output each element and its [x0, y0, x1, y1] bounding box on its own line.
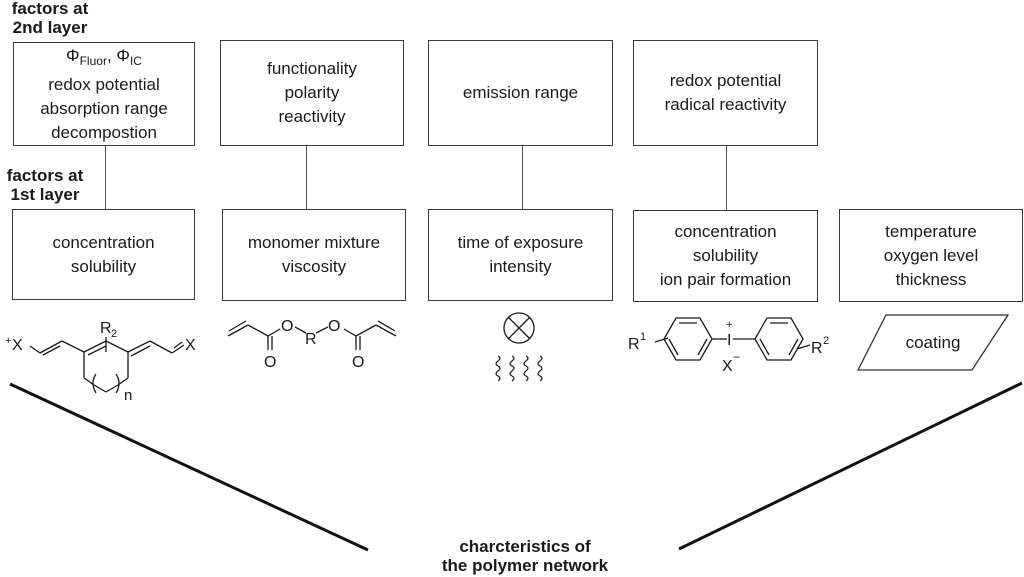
- diacrylate-structure: [227, 320, 397, 350]
- cyanine-n: n: [124, 387, 132, 404]
- second-layer-label: factors at 2nd layer: [0, 0, 100, 37]
- polymer-network-title-line1: charcteristics of: [459, 537, 591, 556]
- first-layer-box-photoinitiator: concentration solubility: [12, 209, 195, 300]
- connector-line: [105, 146, 107, 209]
- connector-line: [306, 146, 308, 209]
- coating-label: coating: [906, 333, 961, 352]
- factor-text: concentration: [674, 222, 777, 241]
- funnel-line-right: [678, 381, 1023, 551]
- phi-sub-fluor: Fluor: [79, 53, 107, 68]
- emission-waves-icon: [495, 355, 543, 382]
- first-layer-box-environment: temperature oxygen level thickness: [839, 209, 1023, 302]
- diacrylate-carbonyl-o-left: O: [264, 354, 276, 371]
- connector-line: [522, 146, 524, 209]
- factor-text: absorption range: [40, 98, 168, 118]
- iodonium-counterion-charge: −: [733, 350, 740, 364]
- iodonium-iodine-charge: +: [726, 319, 732, 331]
- first-layer-box-monomer: monomer mixture viscosity: [222, 209, 406, 301]
- iodonium-r2: R: [811, 340, 823, 357]
- second-layer-label-line1: factors at: [11, 0, 89, 18]
- factor-text: emission range: [462, 83, 579, 102]
- diacrylate-o-right: O: [328, 318, 340, 335]
- first-layer-label: factors at 1st layer: [0, 166, 90, 204]
- polymer-network-title-line2: the polymer network: [441, 556, 609, 575]
- factor-text: oxygen level: [883, 245, 979, 265]
- diacrylate-r: R: [305, 331, 317, 348]
- factor-text: solubility: [692, 246, 759, 265]
- factor-text: concentration: [52, 232, 155, 252]
- factor-text: radical reactivity: [664, 95, 787, 114]
- phi-symbol: Φ: [116, 45, 130, 65]
- phi-sub-ic: IC: [129, 53, 142, 68]
- factor-text: redox potential: [669, 71, 782, 90]
- second-layer-box-light: emission range: [428, 40, 613, 146]
- second-layer-box-monomer: functionality polarity reactivity: [220, 40, 404, 146]
- iodonium-iodine: I: [727, 332, 731, 349]
- factor-text: thickness: [895, 269, 967, 289]
- first-layer-box-light: time of exposure intensity: [428, 209, 613, 301]
- first-layer-label-line1: factors at: [6, 166, 84, 185]
- cyanine-dye-structure: [29, 337, 185, 394]
- second-layer-box-iodonium: redox potential radical reactivity: [633, 40, 818, 146]
- quantum-yield-line: ΦFluor, ΦIC: [66, 44, 142, 73]
- phi-separator: ,: [106, 45, 117, 65]
- phi-symbol: Φ: [66, 45, 80, 65]
- factor-text: intensity: [489, 257, 552, 276]
- factor-text: decompostion: [51, 122, 157, 142]
- cyanine-r-sub: 2: [111, 328, 117, 340]
- first-layer-label-line2: 1st layer: [10, 185, 80, 204]
- iodonium-counterion: X: [722, 358, 733, 375]
- iodonium-r1: R: [628, 336, 640, 353]
- factor-text: ion pair formation: [659, 270, 792, 289]
- factor-text: viscosity: [281, 257, 347, 276]
- factor-text: temperature: [885, 221, 977, 241]
- diaryliodonium-structure: [654, 317, 811, 361]
- diacrylate-o-left: O: [281, 318, 293, 335]
- cyanine-r: R: [100, 320, 112, 337]
- second-layer-box-photoinitiator: ΦFluor, ΦIC redox potential absorption r…: [13, 42, 195, 146]
- factor-text: redox potential: [48, 74, 160, 94]
- second-layer-label-line2: 2nd layer: [12, 18, 88, 37]
- lamp-icon: [503, 312, 535, 344]
- factor-text: solubility: [70, 256, 137, 276]
- coating-shape: [856, 314, 1010, 371]
- factor-text: reactivity: [278, 107, 346, 126]
- iodonium-r2-sup: 2: [823, 335, 829, 347]
- connector-line: [726, 146, 728, 210]
- factor-text: monomer mixture: [247, 233, 381, 252]
- diacrylate-carbonyl-o-right: O: [352, 354, 364, 371]
- factor-text: functionality: [267, 59, 357, 78]
- cyanine-x-left: X: [12, 337, 23, 354]
- funnel-line-left: [9, 382, 369, 552]
- iodonium-r1-sup: 1: [640, 331, 646, 343]
- polymer-network-title: charcteristics of the polymer network: [380, 537, 670, 575]
- cyanine-x-right: X: [185, 337, 196, 354]
- cyanine-x-left-charge: +: [5, 335, 11, 347]
- factor-text: time of exposure: [457, 233, 584, 252]
- first-layer-box-iodonium: concentration solubility ion pair format…: [633, 210, 818, 302]
- factor-text: polarity: [284, 83, 340, 102]
